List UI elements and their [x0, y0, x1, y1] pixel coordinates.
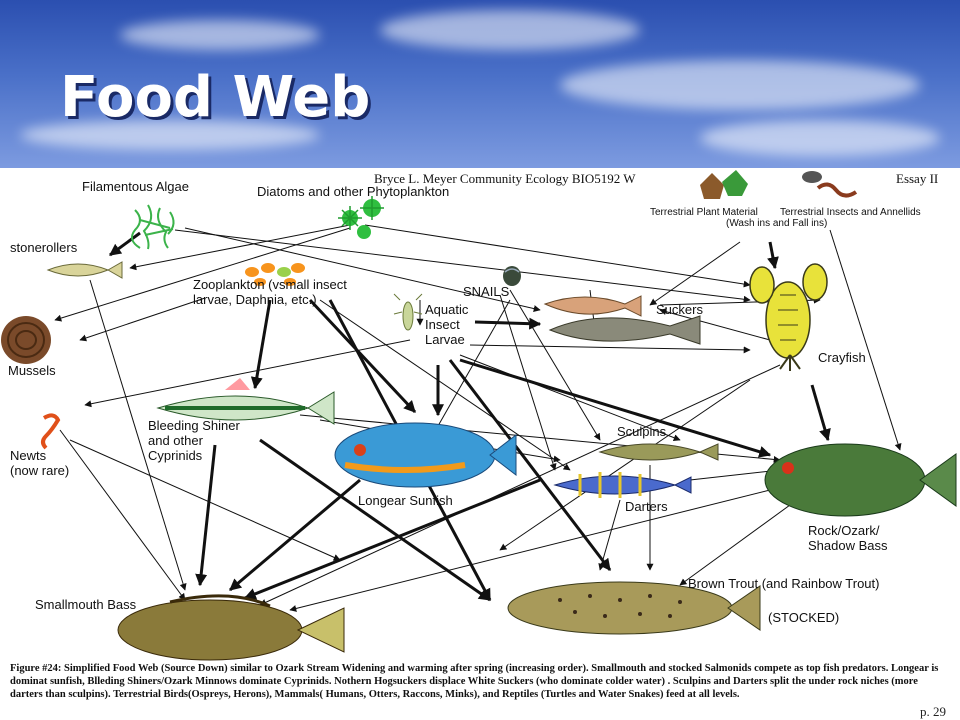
essay-label: Essay II: [896, 171, 939, 186]
arrow-algae-stonerollers: [109, 231, 141, 257]
arrow-shiner-smallmouth: [195, 444, 217, 587]
arrow-zoo-darters: [319, 299, 571, 471]
author-header: Bryce L. Meyer Community Ecology BIO5192…: [374, 171, 636, 186]
label-brown-trout: Brown Trout (and Rainbow Trout): [688, 576, 880, 591]
label-sculpins: Sculpins: [617, 424, 667, 439]
shiner-fish-icon: [156, 378, 335, 425]
stoneroller-fish-icon: [46, 261, 123, 279]
arrow-zoo-sunfish: [308, 298, 417, 414]
label-rock-bass: Rock/Ozark/ Shadow Bass: [808, 523, 888, 553]
sunfish-icon: [334, 422, 517, 488]
label-newts: Newts (now rare): [10, 448, 70, 478]
label-crayfish: Crayfish: [818, 350, 866, 365]
page-number: p. 29: [920, 704, 946, 719]
arrow-larvae-crayfish: [469, 344, 751, 354]
brown-trout-icon: [507, 581, 761, 635]
label-terrestrial-plant: Terrestrial Plant Material: [650, 207, 758, 218]
label-smallmouth-bass: Smallmouth Bass: [35, 597, 137, 612]
sculpin-icon: [598, 443, 719, 461]
thick-arrows: [109, 231, 831, 602]
leaf-litter-icon: [700, 170, 748, 199]
label-mussels: Mussels: [8, 363, 56, 378]
label-aquatic-insect: Aquatic Insect Larvae: [425, 302, 469, 347]
rock-bass-icon: [764, 443, 957, 517]
label-bleeding-shiner: Bleeding Shiner and other Cyprinids: [148, 418, 240, 463]
label-zooplankton: Zooplankton (vsmall insect larvae, Daphn…: [193, 277, 347, 307]
arrow-newts-trout: [69, 439, 341, 561]
sucker-fish-icon: [543, 295, 701, 345]
arrow-zoo-shiner: [250, 299, 272, 390]
aquatic-larva-icon: [393, 293, 423, 331]
arrow-shiner-trout: [259, 438, 491, 602]
arrow-zoo-mussels: [79, 297, 206, 342]
arrow-diatoms-crayfish: [364, 224, 751, 288]
arrow-rockbass-trout: [679, 504, 791, 586]
arrow-terrestrial-rockbass: [829, 229, 902, 451]
arrow-sunfish-smallmouth: [229, 478, 361, 592]
sky-banner: [0, 0, 960, 168]
arrow-snails-sculpins: [509, 289, 601, 441]
zooplankton-icon: [245, 263, 305, 286]
arrow-stonerollers-smallmouth: [89, 279, 187, 591]
insect-worm-icon: [802, 171, 858, 198]
arrow-crayfish-suckers: [659, 308, 771, 341]
arrow-larvae-sculpins: [459, 354, 681, 441]
label-snails: SNAILS: [463, 284, 510, 299]
arrow-larvae-rockbass: [459, 358, 772, 458]
label-terrestrial-insects: Terrestrial Insects and Annellids: [780, 207, 921, 218]
snail-icon: [503, 266, 521, 286]
label-diatoms: Diatoms and other Phytoplankton: [257, 184, 450, 199]
phytoplankton-icon: [342, 199, 381, 239]
arrow-newts-smallmouth: [59, 429, 186, 601]
arrow-larvae-newts: [84, 339, 411, 408]
label-filamentous-algae: Filamentous Algae: [82, 179, 189, 194]
arrow-algae-crayfish: [174, 229, 751, 303]
arrow-larvae-trout: [448, 359, 612, 571]
darter-icon: [553, 472, 692, 498]
arrow-darters-rockbass: [689, 467, 781, 481]
arrow-diatoms-mussels: [54, 227, 351, 322]
arrow-larvae-suckers: [474, 317, 542, 330]
mussel-icon: [1, 316, 51, 364]
arrow-crayfish-rockbass: [810, 384, 831, 442]
newt-icon: [41, 413, 61, 450]
arrow-rockbass-smallmouth: [289, 489, 771, 612]
arrow-diatoms-stonerollers: [129, 224, 351, 271]
label-stocked: (STOCKED): [768, 610, 840, 625]
arrow-algae-suckers: [184, 227, 541, 312]
label-suckers: Suckers: [656, 302, 703, 317]
arrow-terrestrial-suckers: [649, 241, 741, 306]
arrow-crayfish-sunfish: [499, 379, 751, 551]
slide-title: Food Web: [60, 65, 371, 130]
label-wash-note: (Wash ins and Fall ins): [726, 218, 828, 229]
arrow-terrestrial-crayfish: [767, 241, 779, 270]
label-longear-sunfish: Longear Sunfish: [358, 493, 453, 508]
algae-icon: [130, 204, 175, 250]
label-stonerollers: stonerollers: [10, 240, 78, 255]
arrow-crayfish-smallmouth: [259, 364, 781, 606]
label-darters: Darters: [625, 499, 668, 514]
figure-caption: Figure #24: Simplified Food Web (Source …: [10, 663, 939, 700]
smallmouth-bass-icon: [117, 594, 345, 661]
thin-arrows: [54, 224, 902, 612]
arrow-sunfish-smallmouth2: [243, 478, 541, 600]
crayfish-icon: [749, 263, 828, 371]
